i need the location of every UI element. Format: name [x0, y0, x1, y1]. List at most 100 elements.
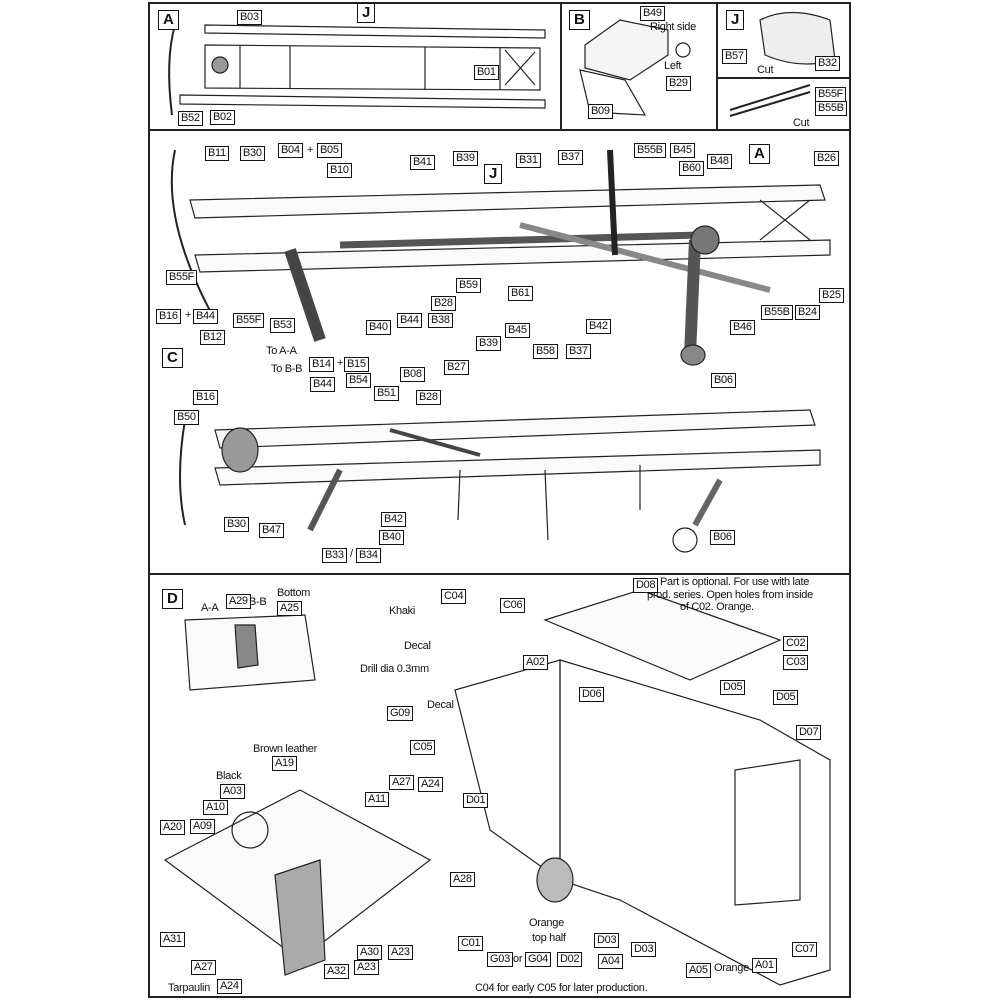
part-number-label: C04 — [441, 589, 467, 604]
part-number-label: A27 — [191, 960, 216, 975]
part-number-label: C07 — [792, 942, 818, 957]
part-number-label: A20 — [160, 820, 185, 835]
part-number-label: A31 — [160, 932, 185, 947]
panel-j-letter: J — [726, 10, 745, 30]
part-number-label: D02 — [557, 952, 583, 967]
cab-drawing-d — [163, 589, 831, 986]
part-number-label: B54 — [346, 373, 371, 388]
part-number-label: C02 — [783, 636, 809, 651]
divider-j-split — [716, 77, 851, 79]
part-number-label: B06 — [710, 530, 735, 545]
annotation-text: prod. series. Open holes from inside — [647, 589, 813, 601]
part-number-label: A02 — [523, 655, 548, 670]
frame-drawing-a — [168, 24, 546, 116]
chassis-c-drawing — [179, 409, 821, 553]
annotation-text: Part is optional. For use with late — [660, 576, 810, 588]
part-number-label: B28 — [431, 296, 456, 311]
part-number-label: A03 — [220, 784, 245, 799]
annotation-text: Decal — [427, 699, 454, 711]
part-number-label: B34 — [356, 548, 381, 563]
part-number-label: B51 — [374, 386, 399, 401]
part-number-label: C03 — [783, 655, 809, 670]
part-number-label: B24 — [795, 305, 820, 320]
part-number-label: A24 — [418, 777, 443, 792]
part-number-label: B37 — [558, 150, 583, 165]
divider-a-b — [560, 2, 562, 130]
part-number-label: B41 — [410, 155, 435, 170]
part-number-label: B15 — [344, 357, 369, 372]
part-number-label: A30 — [357, 945, 382, 960]
part-number-label: B05 — [317, 143, 342, 158]
annotation-text: top half — [532, 932, 566, 944]
chassis-overview-drawing — [170, 149, 831, 366]
part-number-label: B33 — [322, 548, 347, 563]
part-number-label: B26 — [814, 151, 839, 166]
part-number-label: B42 — [381, 512, 406, 527]
part-number-label: A01 — [752, 958, 777, 973]
part-number-label: B44 — [310, 377, 335, 392]
part-number-label: A19 — [272, 756, 297, 771]
annotation-text: Black — [216, 770, 242, 782]
panel-b-letter: B — [569, 10, 590, 30]
annotation-text: To A-A — [266, 345, 297, 357]
part-number-label: B58 — [533, 344, 558, 359]
annotation-text: + — [337, 357, 344, 369]
instruction-sheet — [148, 2, 851, 998]
annotation-text: C04 for early C05 for later production. — [475, 982, 648, 994]
annotation-text: Right side — [650, 21, 696, 33]
frame-rail-top — [204, 24, 546, 39]
part-number-label: G09 — [387, 706, 413, 721]
panel-a-letter: A — [158, 10, 179, 30]
annotation-text: Cut — [793, 117, 810, 129]
panel-d-letter: D — [162, 589, 183, 609]
part-number-label: A25 — [277, 601, 302, 616]
part-number-label: D07 — [796, 725, 822, 740]
part-number-label: A29 — [226, 594, 251, 609]
part-number-label: A23 — [388, 945, 413, 960]
part-number-label: B57 — [722, 49, 747, 64]
part-number-label: B11 — [205, 146, 229, 161]
annotation-text: To B-B — [271, 363, 303, 375]
annotation-text: Decal — [404, 640, 431, 652]
annotation-text: Left — [664, 60, 682, 72]
part-number-label: A11 — [365, 792, 389, 807]
annotation-text: Bottom — [277, 587, 311, 599]
part-number-label: C06 — [500, 598, 526, 613]
annotation-text: Cut — [757, 64, 774, 76]
part-number-label: C05 — [410, 740, 436, 755]
part-number-label: J — [357, 3, 376, 23]
part-number-label: A23 — [354, 960, 379, 975]
part-number-label: D05 — [720, 680, 746, 695]
part-number-label: B50 — [174, 410, 199, 425]
part-number-label: G04 — [525, 952, 551, 967]
part-number-label: D06 — [579, 687, 605, 702]
part-number-label: B30 — [224, 517, 249, 532]
annotation-text: Orange — [714, 962, 749, 974]
part-number-label: D03 — [594, 933, 620, 948]
annotation-text: / — [350, 548, 353, 560]
part-number-label: B55F — [166, 270, 198, 285]
part-number-label: B06 — [711, 373, 736, 388]
part-number-label: B08 — [400, 367, 425, 382]
part-number-label: B30 — [240, 146, 265, 161]
part-number-label: J — [484, 164, 503, 184]
part-number-label: B28 — [416, 390, 441, 405]
annotation-text: Khaki — [389, 605, 416, 617]
part-number-label: A04 — [598, 954, 623, 969]
part-number-label: B61 — [508, 286, 533, 301]
annotation-text: Orange — [529, 917, 564, 929]
part-number-label: B55F — [233, 313, 265, 328]
part-number-label: B16 — [156, 309, 181, 324]
part-number-label: D08 — [633, 578, 659, 593]
frame-body — [204, 44, 541, 91]
tank-drawing-b — [579, 19, 691, 116]
bumper — [168, 24, 176, 116]
part-number-label: B55B — [761, 305, 793, 320]
part-number-label: B49 — [640, 6, 665, 21]
part-number-label: A05 — [686, 963, 711, 978]
annotation-text: A-A — [201, 602, 219, 614]
part-number-label: C01 — [458, 936, 484, 951]
part-number-label: B39 — [476, 336, 501, 351]
part-number-label: B04 — [278, 143, 303, 158]
